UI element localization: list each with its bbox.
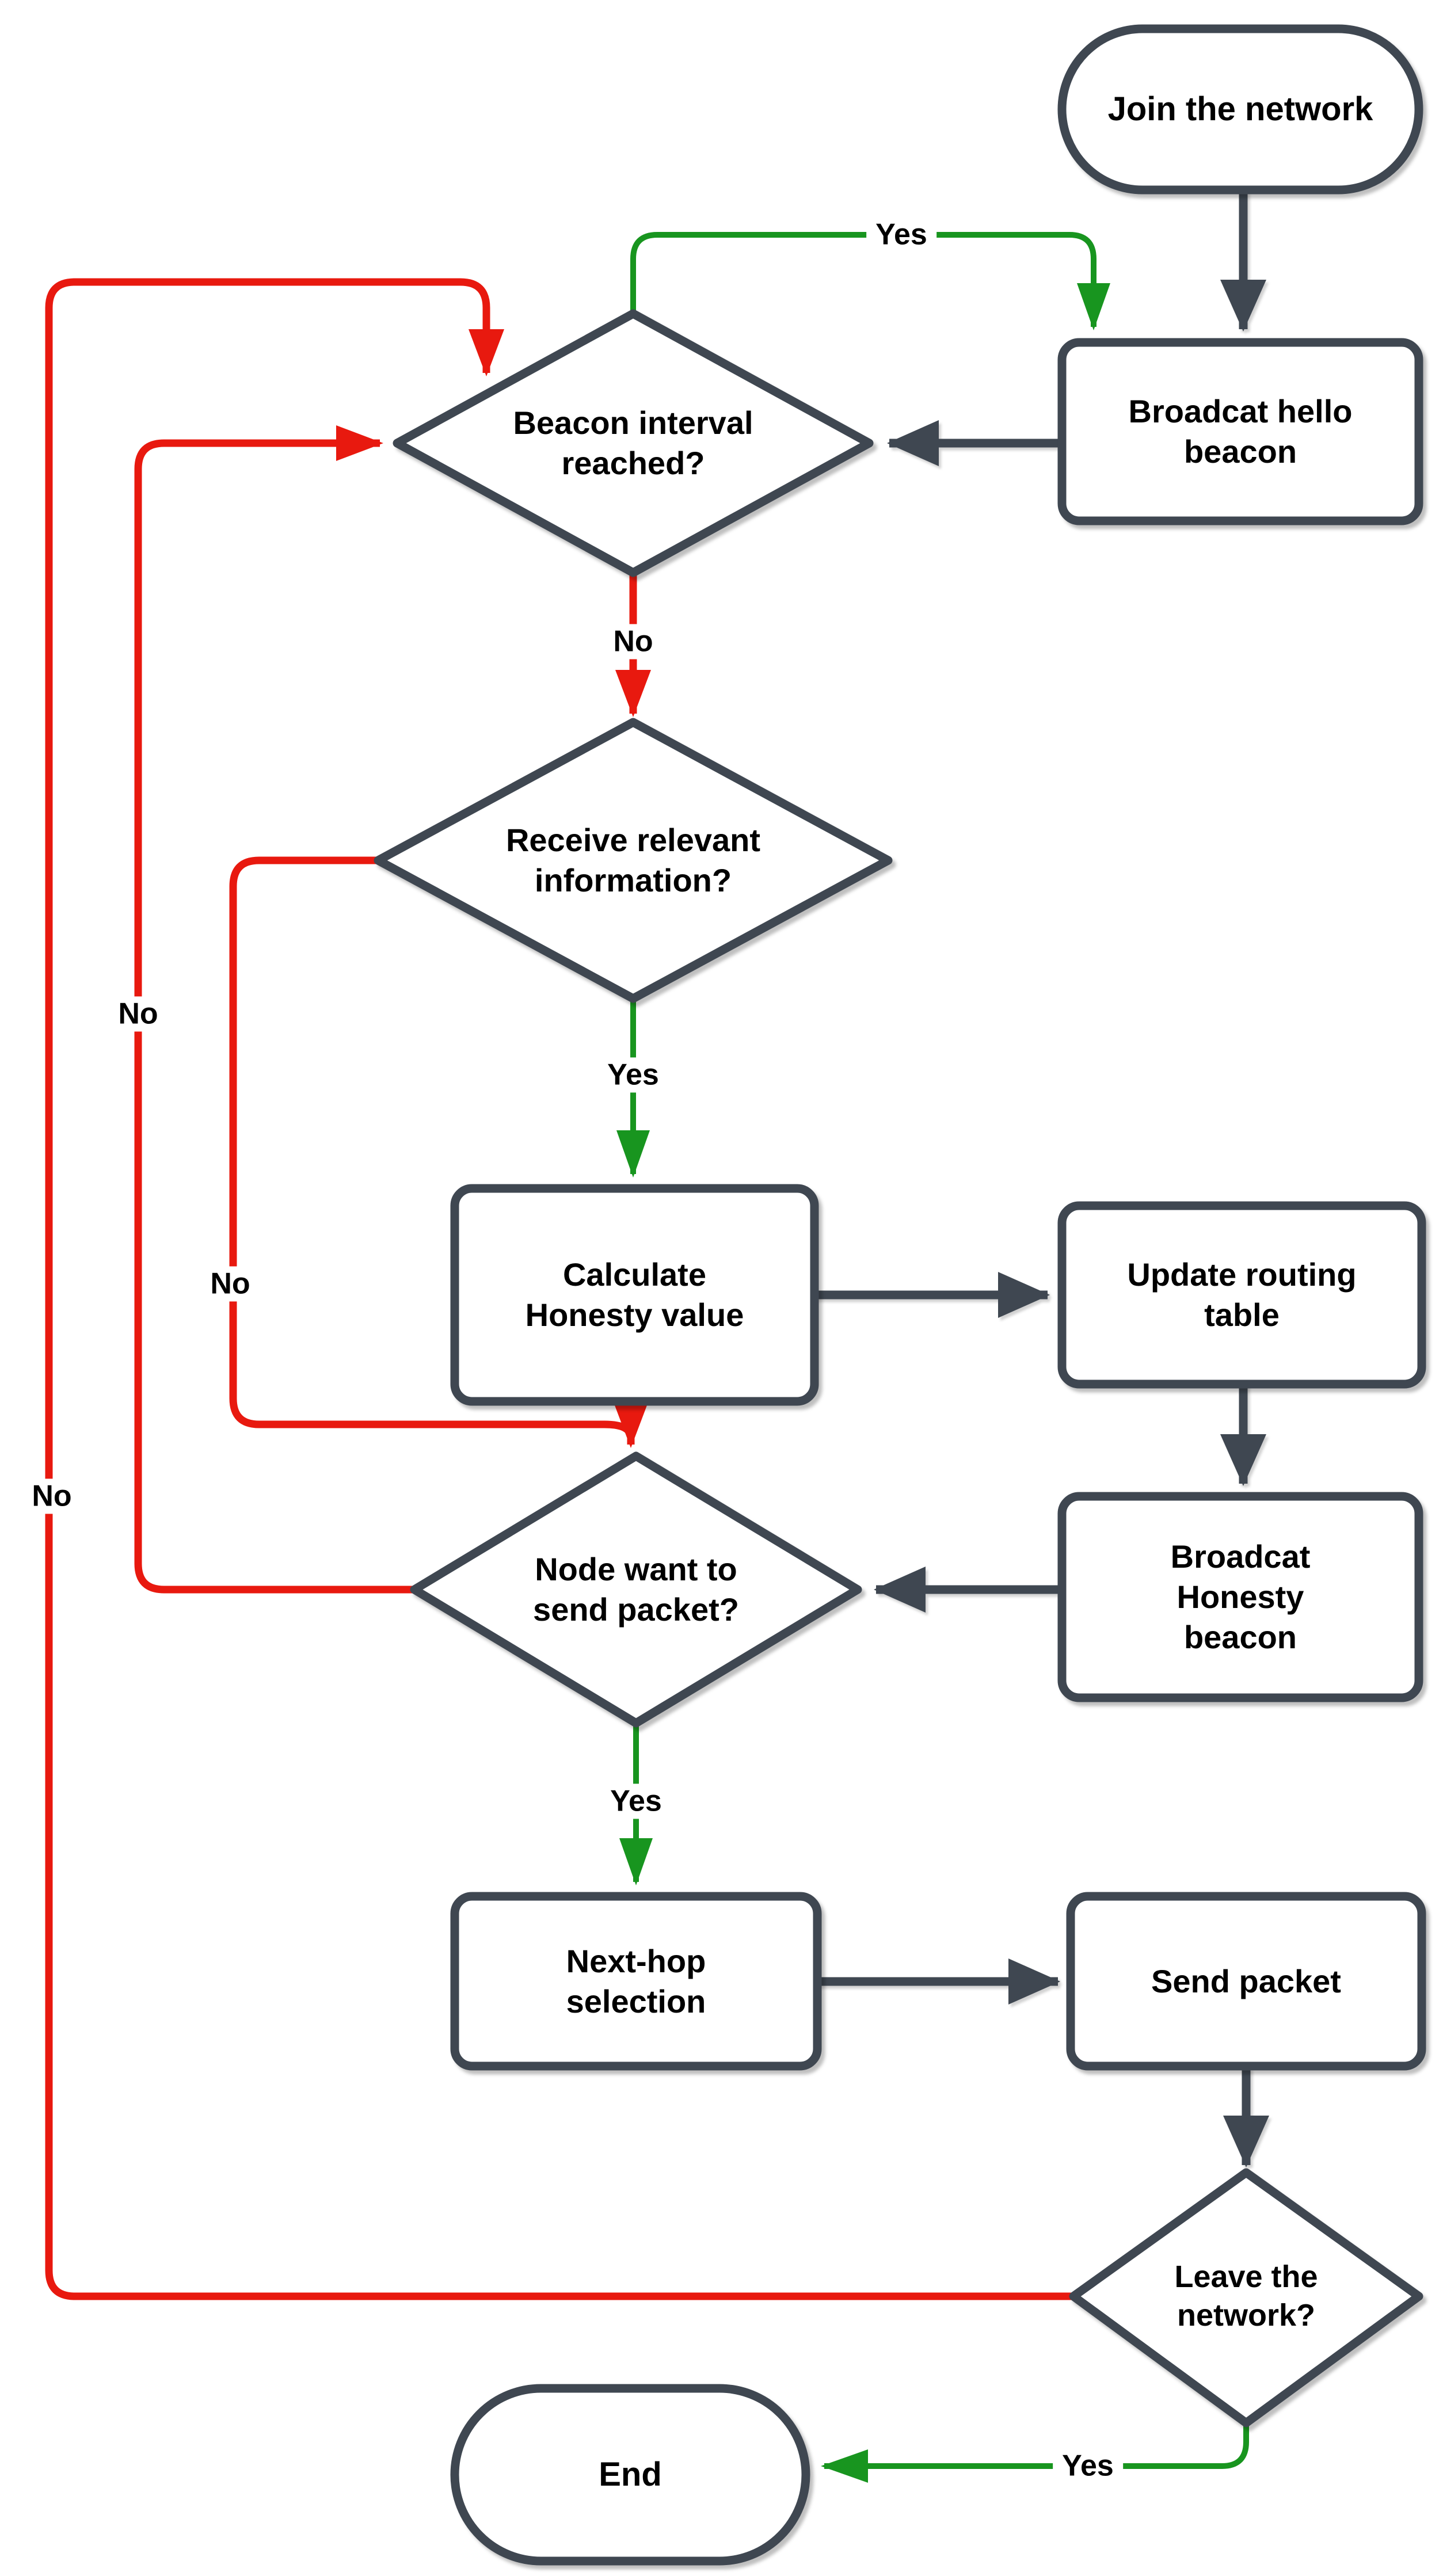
beacon-decision-shape <box>393 309 874 577</box>
hello-process-shape <box>1057 338 1423 525</box>
edge-node-no-to-beacon <box>134 425 417 1594</box>
join-terminator-shape <box>1057 24 1423 195</box>
edge-leave-no-to-beacon <box>45 278 1073 2300</box>
end-terminator-shape <box>450 2384 810 2566</box>
edge-receive-no-to-node <box>229 856 649 1448</box>
edge-beacon-yes-to-hello <box>630 232 1110 330</box>
node-decision-shape <box>410 1451 862 1728</box>
receive-no-label: No <box>201 1266 260 1302</box>
leave-yes-label: Yes <box>1053 2448 1123 2484</box>
node-yes-label: Yes <box>601 1784 671 1819</box>
node-no-label: No <box>109 996 167 1032</box>
receive-yes-label: Yes <box>598 1057 668 1093</box>
send-process-shape <box>1066 1892 1426 2071</box>
honesty-process-shape <box>1057 1492 1423 1702</box>
beacon-no-label: No <box>604 624 663 660</box>
beacon-yes-label: Yes <box>866 217 936 253</box>
nexthop-process-shape <box>450 1892 822 2071</box>
receive-decision-shape <box>374 718 893 1003</box>
calc-process-shape <box>450 1184 819 1406</box>
leave-decision-shape <box>1069 2168 1423 2428</box>
edge-leave-yes-to-end <box>821 2424 1249 2483</box>
leave-no-label: No <box>22 1478 81 1514</box>
update-process-shape <box>1057 1201 1426 1389</box>
